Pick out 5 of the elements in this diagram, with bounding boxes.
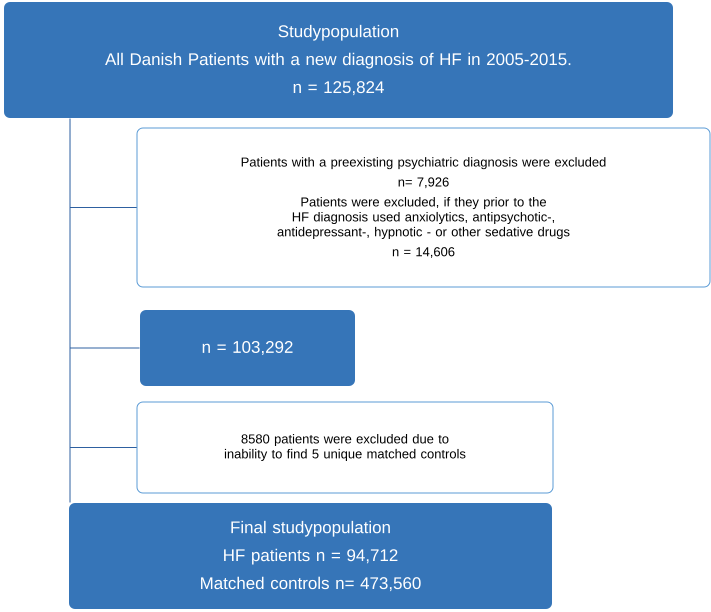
process-box: Final studypopulation HF patients n = 94,712 Matched controls n= 473,560 [69, 503, 552, 609]
process-box: Patients with a preexisting psychiatric diagnosis were excluded n= 7,926 Patients were excluded, if they prior to the HF diagnosis used anxiolytics, antipsychotic-, antidepressant-, hypnotic - or other sedative drugs n = 14,606 [136, 128, 710, 288]
process-box: n = 103,292 [140, 310, 355, 386]
process-box: Studypopulation All Danish Patients with a new diagnosis of HF in 2005-2015. n = 125,824 [4, 2, 673, 118]
process-box: 8580 patients were excluded due to inability to find 5 unique matched controls [136, 402, 554, 494]
